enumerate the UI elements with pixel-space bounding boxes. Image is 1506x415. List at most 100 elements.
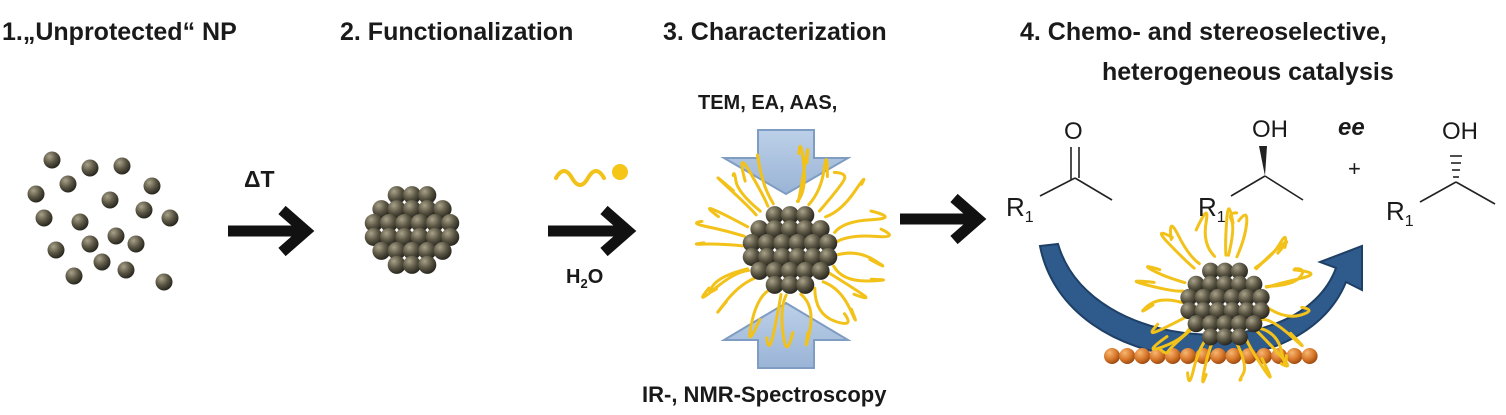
water-label: H2O [566, 266, 603, 291]
r-letter: R [1006, 192, 1025, 222]
nanoparticle [403, 255, 421, 274]
ee-label: ee [1338, 114, 1365, 141]
nanoparticle [1202, 315, 1220, 333]
step3-title: 3. Characterization [663, 18, 887, 46]
support-bead [1301, 348, 1318, 364]
nanoparticle [1180, 288, 1198, 306]
ligand-chain [813, 286, 850, 325]
nanoparticle [418, 186, 437, 205]
ligand-chain [1201, 337, 1215, 384]
nanoparticle [364, 227, 383, 246]
char-bottom-label: IR-, NMR-Spectroscopy [642, 382, 887, 407]
ligand-chain [1265, 268, 1313, 289]
support-bead [1180, 348, 1196, 364]
step4-title-line2: heterogeneous catalysis [1102, 58, 1394, 86]
nanoparticle [387, 255, 406, 274]
nanoparticle [155, 273, 173, 291]
nanoparticle [1245, 315, 1263, 333]
functionalized-nanoparticle [742, 206, 838, 294]
nanoparticle [1180, 302, 1198, 320]
nanoparticle [418, 255, 437, 274]
plus-sign: + [1348, 156, 1361, 181]
nanoparticle [1252, 302, 1270, 320]
nanoparticle [364, 214, 383, 233]
nanoparticle [750, 261, 769, 280]
nanoparticle [1230, 275, 1248, 293]
water-h: H [566, 266, 581, 288]
nanoparticle [750, 220, 769, 239]
nanoparticle [27, 185, 45, 203]
ketone-r1: R1 [1006, 192, 1034, 227]
nanoparticle [773, 247, 792, 266]
nanoparticle [765, 220, 784, 239]
ligand-chain [731, 172, 762, 213]
nanoparticle [1245, 275, 1263, 293]
support-bead [1225, 348, 1242, 364]
nanoparticle [1223, 302, 1241, 320]
ligand-chain [795, 144, 806, 203]
arrow-2 [548, 205, 637, 257]
ligand-chain [1194, 211, 1217, 258]
ligand-chain [695, 219, 746, 238]
nanoparticle [403, 200, 421, 219]
nanoparticle [43, 151, 61, 169]
support-bead [1104, 348, 1120, 364]
r-letter: R [1198, 192, 1217, 222]
ketone-o: O [1064, 118, 1083, 145]
alcohol-oh-s: OH [1442, 118, 1478, 145]
nanoparticle [387, 186, 406, 205]
nanoparticle [143, 177, 161, 195]
ligand-chain [1141, 298, 1184, 313]
nanoparticle [441, 227, 460, 246]
r-subscript: 1 [1404, 213, 1414, 231]
nanoparticle [803, 234, 822, 253]
nanoparticle [1252, 288, 1270, 306]
water-o: O [587, 266, 604, 288]
nanoparticle [1216, 275, 1234, 293]
nanoparticle [418, 200, 437, 219]
arrow-3 [900, 193, 987, 245]
char-arrow-top [720, 129, 852, 196]
nanoparticle [758, 247, 777, 266]
nanoparticle [410, 214, 429, 233]
nanoparticle [433, 241, 452, 260]
ligand-chain [1146, 265, 1187, 285]
nanoparticle [387, 200, 406, 219]
nanoparticle [796, 261, 815, 280]
nanoparticle [395, 227, 414, 246]
solid-support [1104, 348, 1318, 364]
arrow-1 [228, 205, 315, 257]
nanoparticle [803, 247, 822, 266]
nanoparticle [781, 206, 799, 225]
nanoparticle [811, 220, 830, 239]
nanoparticle [796, 220, 815, 239]
nanoparticle [135, 201, 153, 219]
nanoparticle [1187, 315, 1205, 333]
ligand-chain [780, 293, 795, 349]
step2-title: 2. Functionalization [340, 18, 574, 46]
support-bead [1210, 348, 1227, 364]
alcohol-r1-b: R1 [1386, 196, 1414, 231]
nanoparticle [788, 234, 807, 253]
support-bead [1134, 348, 1151, 364]
ligand-chain [748, 288, 771, 339]
nanoparticle [765, 206, 784, 225]
ligand-chain [821, 280, 857, 322]
ligand-chain [1150, 315, 1188, 335]
ligand-chain [835, 251, 885, 268]
nanoparticle [387, 241, 406, 260]
ligand-chain [1224, 207, 1235, 257]
nanoparticle [742, 247, 761, 266]
nanoparticle [35, 209, 53, 227]
nanoparticle [410, 227, 429, 246]
nanoparticle [758, 234, 777, 253]
ligand-chain [1159, 231, 1196, 270]
nanoparticle [65, 267, 83, 285]
nanoparticle [1194, 288, 1212, 306]
nanoparticle [1202, 262, 1220, 280]
heat-label: ΔT [244, 166, 275, 192]
nanoparticle [93, 253, 111, 271]
nanoparticle [765, 261, 784, 280]
alcohol-r-structure [1230, 146, 1304, 201]
ligand-chain [716, 176, 758, 217]
